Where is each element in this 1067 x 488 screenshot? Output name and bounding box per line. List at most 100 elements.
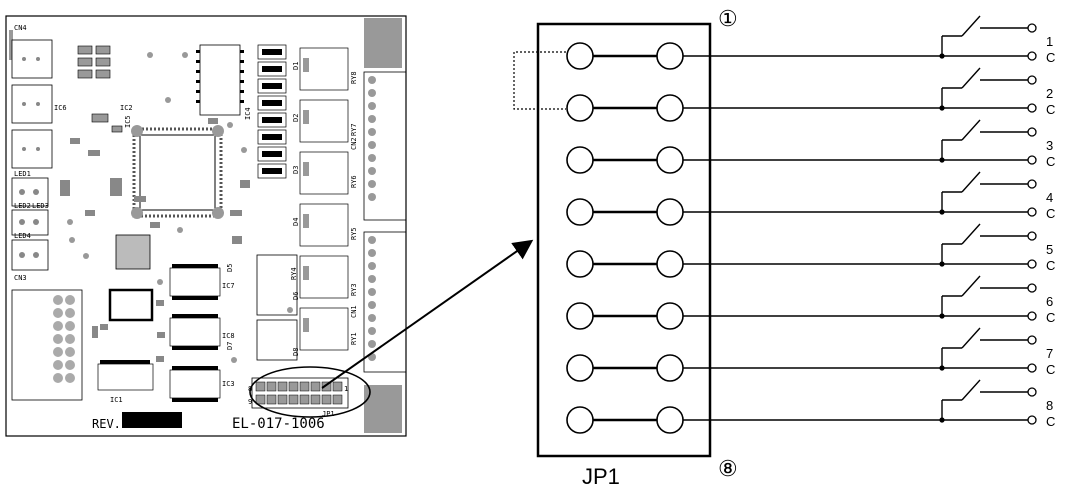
relay-blocks [299, 47, 349, 351]
main-mcu [139, 134, 216, 211]
callout-arrow-line [321, 239, 534, 389]
terminal-no [1027, 335, 1037, 345]
ic-label-8: IC8 [222, 332, 235, 340]
jp1-pin-right-label: 1 [344, 385, 348, 393]
common-terminal-label: C [1046, 50, 1055, 65]
diode-label-1: D1 [292, 62, 300, 70]
main-mcu-outer [132, 127, 223, 218]
jumper-pin-right [656, 94, 684, 122]
right-terminal-block [363, 71, 407, 221]
ic-label-2: IC2 [120, 104, 133, 112]
terminal-no [1027, 283, 1037, 293]
mcu-corner [212, 125, 224, 137]
diode-label-6: D6 [292, 292, 300, 300]
jumper-pin-right [656, 42, 684, 70]
diode-label-5: D5 [226, 264, 234, 272]
terminal-common [1027, 51, 1037, 61]
jp1-schematic-box [536, 22, 712, 458]
ic-label-3: IC3 [222, 380, 235, 388]
relay-label-3: RY3 [350, 283, 358, 296]
led-label-3: LED3 [32, 202, 49, 210]
terminal-no [1027, 179, 1037, 189]
small-components [60, 118, 250, 362]
connector-label-cn1: CN1 [350, 305, 358, 318]
regulator [108, 288, 154, 322]
jp1-header-pins [255, 381, 343, 405]
terminal-no [1027, 75, 1037, 85]
relay-label-8: RY8 [350, 71, 358, 84]
switch-blade [961, 15, 981, 37]
channel-number-label: 3 [1046, 138, 1053, 153]
connector-label-cn2: CN2 [350, 137, 358, 150]
ic-label-6: IC6 [54, 104, 67, 112]
jumper-bridge-dotted [513, 51, 566, 110]
terminal-no [1027, 127, 1037, 137]
right-terminal-block [363, 231, 407, 373]
jp1-pin-left-label: 8 [248, 385, 252, 393]
vias [67, 52, 293, 363]
middle-ic-pins [100, 264, 218, 402]
jp1-board-label: JP1 [322, 410, 335, 418]
mounting-pad [9, 30, 13, 60]
terminal-no [1027, 387, 1037, 397]
common-terminal-label: C [1046, 310, 1055, 325]
ic-label-5: IC5 [124, 115, 132, 128]
relay-label-4: RY4 [290, 267, 298, 280]
capacitor [256, 319, 298, 361]
channel-number-label: 7 [1046, 346, 1053, 361]
common-terminal-label: C [1046, 258, 1055, 273]
relay-label-1: RY1 [350, 332, 358, 345]
ic-label-4: IC4 [244, 107, 252, 120]
diode-label-3: D3 [292, 166, 300, 174]
jp1-highlight-ellipse [249, 366, 371, 418]
jumper-pin-right [656, 198, 684, 226]
ic-label-1: IC1 [110, 396, 123, 404]
common-terminal-label: C [1046, 154, 1055, 169]
mounting-pad [364, 18, 402, 68]
led-label-2: LED2 [14, 202, 31, 210]
ic-label-7: IC7 [222, 282, 235, 290]
mcu-corner [131, 207, 143, 219]
diode-label-8: D8 [292, 348, 300, 356]
terminal-no [1027, 23, 1037, 33]
relay-label-5: RY5 [350, 227, 358, 240]
terminal-common [1027, 207, 1037, 217]
board-part-number: EL-017-1006 [232, 416, 325, 432]
channel-number-label: 1 [1046, 34, 1053, 49]
capacitor [256, 254, 298, 316]
diode-label-2: D2 [292, 114, 300, 122]
right-terminal-pins [368, 76, 376, 361]
common-terminal-label: C [1046, 362, 1055, 377]
relay-label-7: RY7 [350, 123, 358, 136]
channel-number-label: 5 [1046, 242, 1053, 257]
relay-label-6: RY6 [350, 175, 358, 188]
switch-blade [961, 379, 981, 401]
ic-top [199, 44, 241, 116]
common-terminal-label: C [1046, 414, 1055, 429]
connector-label-cn4: CN4 [14, 24, 27, 32]
switch-blade [961, 67, 981, 89]
top-resistors [77, 45, 123, 133]
jumper-pin-left [566, 250, 594, 278]
jumper-pin-right [656, 146, 684, 174]
terminal-common [1027, 363, 1037, 373]
terminal-no [1027, 231, 1037, 241]
jumper-pin-right [656, 250, 684, 278]
middle-ics [97, 267, 221, 399]
diodes [303, 58, 309, 332]
jumper-pin-left [566, 406, 594, 434]
capacitor [115, 234, 151, 270]
last-pin-marker: ⑧ [718, 456, 738, 481]
first-pin-marker: ① [718, 6, 738, 31]
common-terminal-label: C [1046, 206, 1055, 221]
jumper-pin-left [566, 146, 594, 174]
pcb-board: REV. EL-017-1006 JP1 8 9 1 CN1 CN2 CN3 C… [5, 15, 407, 437]
terminal-common [1027, 415, 1037, 425]
terminal-common [1027, 155, 1037, 165]
diode-label-4: D4 [292, 218, 300, 226]
photocoupler-dots [262, 49, 282, 174]
jumper-pin-right [656, 354, 684, 382]
diode-label-7: D7 [226, 342, 234, 350]
